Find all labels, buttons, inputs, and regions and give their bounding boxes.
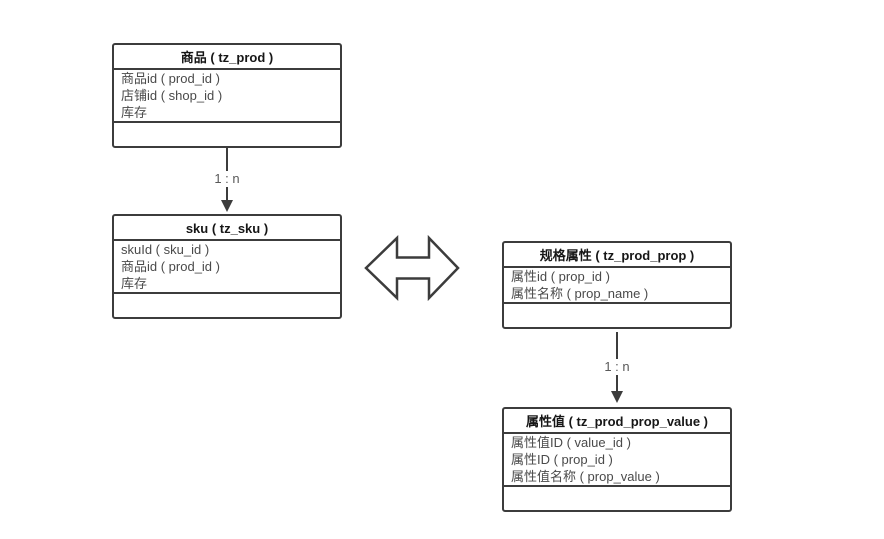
double-arrow-shape[interactable]: [364, 234, 460, 302]
entity-field: 属性id ( prop_id ): [511, 269, 610, 284]
entity-field: 店铺id ( shop_id ): [121, 88, 223, 103]
entity-prod-prop-fields: 属性id ( prop_id ) 属性名称 ( prop_name ): [504, 268, 730, 304]
entity-prod-prop-value-title: 属性值 ( tz_prod_prop_value ): [504, 409, 730, 434]
entity-field: 属性值ID ( value_id ): [511, 435, 631, 450]
entity-field: 库存: [121, 276, 148, 291]
entity-prod-prop-title: 规格属性 ( tz_prod_prop ): [504, 243, 730, 268]
entity-prod-prop-value-footer: [504, 487, 730, 510]
entity-prod-prop[interactable]: 规格属性 ( tz_prod_prop ) 属性id ( prop_id ) 属…: [502, 241, 732, 329]
entity-prod-prop-footer: [504, 304, 730, 327]
entity-field: 属性值名称 ( prop_value ): [511, 469, 660, 484]
entity-sku[interactable]: sku ( tz_sku ) skuId ( sku_id ) 商品id ( p…: [112, 214, 342, 319]
entity-field: 库存: [121, 105, 148, 120]
entity-field: skuId ( sku_id ): [121, 242, 210, 257]
entity-prod[interactable]: 商品 ( tz_prod ) 商品id ( prod_id ) 店铺id ( s…: [112, 43, 342, 148]
cardinality-label-prop-propvalue: 1 : n: [594, 359, 640, 375]
entity-prod-footer: [114, 123, 340, 146]
entity-sku-fields: skuId ( sku_id ) 商品id ( prod_id ) 库存: [114, 241, 340, 294]
entity-prod-prop-value-fields: 属性值ID ( value_id ) 属性ID ( prop_id ) 属性值名…: [504, 434, 730, 487]
cardinality-label-prod-sku: 1 : n: [204, 171, 250, 187]
entity-sku-title: sku ( tz_sku ): [114, 216, 340, 241]
entity-field: 商品id ( prod_id ): [121, 71, 220, 86]
arrowhead-down-icon: [221, 200, 233, 212]
entity-field: 商品id ( prod_id ): [121, 259, 220, 274]
entity-field: 属性ID ( prop_id ): [511, 452, 613, 467]
arrowhead-down-icon: [611, 391, 623, 403]
entity-sku-footer: [114, 294, 340, 317]
entity-field: 属性名称 ( prop_name ): [511, 286, 649, 301]
entity-prod-prop-value[interactable]: 属性值 ( tz_prod_prop_value ) 属性值ID ( value…: [502, 407, 732, 512]
entity-prod-title: 商品 ( tz_prod ): [114, 45, 340, 70]
entity-prod-fields: 商品id ( prod_id ) 店铺id ( shop_id ) 库存: [114, 70, 340, 123]
